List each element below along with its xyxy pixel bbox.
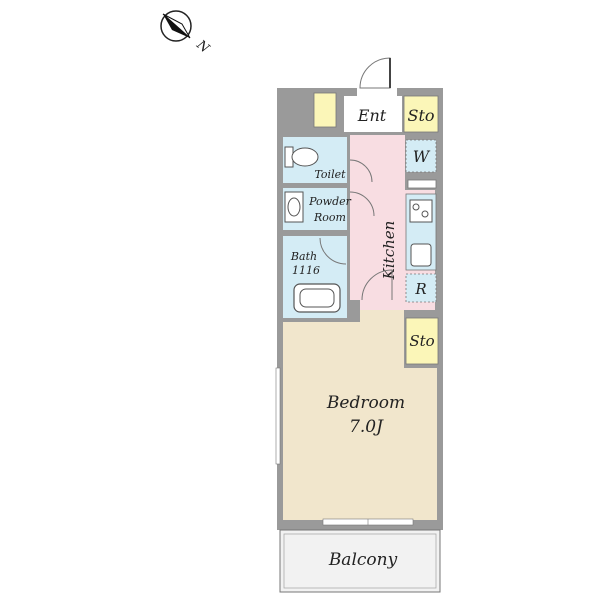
bath-label-line2: 1116 xyxy=(292,264,320,277)
bathtub-icon xyxy=(293,283,341,313)
storage-shoe xyxy=(313,92,337,128)
bedroom-size: 7.0J xyxy=(349,417,384,437)
bath-label-line1: Bath xyxy=(290,250,317,263)
storage-mid xyxy=(405,317,439,365)
compass-needle-half-icon xyxy=(162,13,191,39)
fridge-space xyxy=(405,273,437,303)
window-side xyxy=(275,367,281,465)
compass: N xyxy=(160,10,213,57)
bedroom-door-swing-icon xyxy=(361,269,393,301)
powder-door-swing-icon xyxy=(349,191,375,217)
washer-space xyxy=(405,139,437,173)
washer-label: W xyxy=(413,147,431,166)
bedroom-label: Bedroom xyxy=(326,393,405,413)
balcony-rail xyxy=(283,533,437,589)
entrance-floor xyxy=(344,96,402,132)
entrance-label: Ent xyxy=(357,106,387,125)
bath-door-swing-icon xyxy=(319,237,347,265)
toilet-label: Toilet xyxy=(314,168,346,181)
toilet-fixture-icon xyxy=(284,146,319,168)
shelf xyxy=(407,179,437,189)
storage-mid-label: Sto xyxy=(409,332,434,350)
storage-top xyxy=(403,95,439,133)
wash-basin-icon xyxy=(284,191,304,223)
hall-floor xyxy=(350,135,405,310)
entrance-door-swing-icon xyxy=(359,57,391,89)
stove-icon xyxy=(409,199,433,223)
balcony xyxy=(279,529,441,593)
bedroom-floor xyxy=(283,310,437,520)
toilet-door-swing-icon xyxy=(349,159,373,183)
balcony-label: Balcony xyxy=(328,550,398,570)
storage-top-label: Sto xyxy=(407,106,434,125)
powder-label-line2: Room xyxy=(313,211,346,224)
fridge-label: R xyxy=(414,280,426,298)
compass-letter: N xyxy=(193,37,213,57)
sink-icon xyxy=(410,243,432,267)
kitchen-label: Kitchen xyxy=(380,221,398,281)
powder-label-line1: Powder xyxy=(308,195,352,208)
